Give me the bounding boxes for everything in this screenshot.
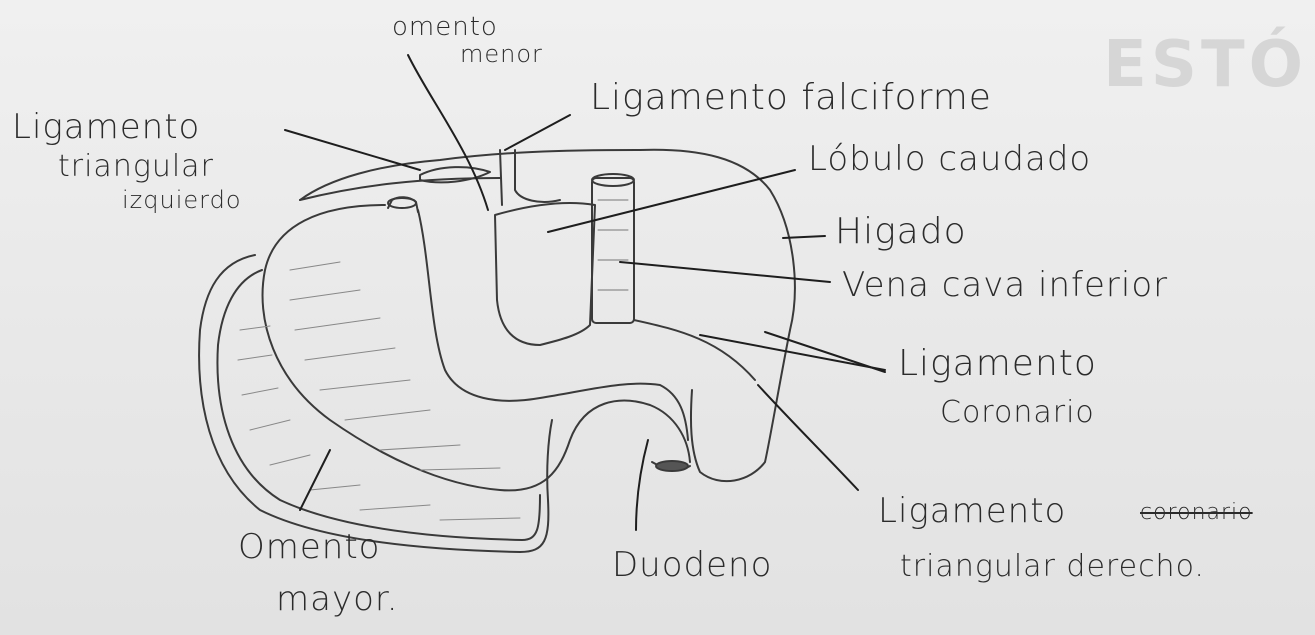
liver-outline <box>300 150 795 481</box>
leader-falciforme <box>505 115 570 150</box>
label-higado: Higado <box>835 214 967 250</box>
falciform-ligament <box>500 150 560 205</box>
leader-triangular-izq <box>285 130 420 170</box>
leader-omento-menor <box>408 55 488 210</box>
label-lig-coronario-2: Coronario <box>940 398 1095 428</box>
leader-duodeno <box>636 440 648 530</box>
label-omento-mayor-1: Omento <box>238 530 380 564</box>
stomach-lesser-curve <box>418 210 688 440</box>
label-lig-triangular-izq-1: Ligamento <box>12 110 200 144</box>
label-lig-triangular-izq-2: triangular <box>58 152 214 182</box>
leader-vena-cava <box>620 262 830 282</box>
label-lig-triangular-der-1: Ligamento <box>878 494 1066 528</box>
stomach-outline <box>263 205 690 490</box>
label-lig-triangular-izq-3: izquierdo <box>122 188 242 212</box>
label-vena-cava: Vena cava inferior <box>842 268 1168 302</box>
label-ligamento-falciforme: Ligamento falciforme <box>590 80 992 116</box>
leader-omento-mayor <box>300 450 330 510</box>
greater-omentum-outer <box>199 255 552 552</box>
label-omento-menor-2: menor <box>460 42 543 66</box>
label-lig-coronario-1: Ligamento <box>898 346 1097 382</box>
leader-caudado <box>548 170 795 232</box>
label-lig-triangular-der-2: triangular derecho. <box>900 552 1205 582</box>
label-duodeno: Duodeno <box>612 548 772 582</box>
label-lig-triangular-der-struck: coronario <box>1140 502 1253 524</box>
label-lobulo-caudado: Lóbulo caudado <box>808 142 1091 176</box>
greater-omentum-inner <box>217 270 540 540</box>
label-omento-menor-1: omento <box>392 14 498 40</box>
coronary-ligament-line <box>634 320 755 380</box>
label-omento-mayor-2: mayor. <box>276 582 399 616</box>
leader-triangular-der <box>758 385 858 490</box>
